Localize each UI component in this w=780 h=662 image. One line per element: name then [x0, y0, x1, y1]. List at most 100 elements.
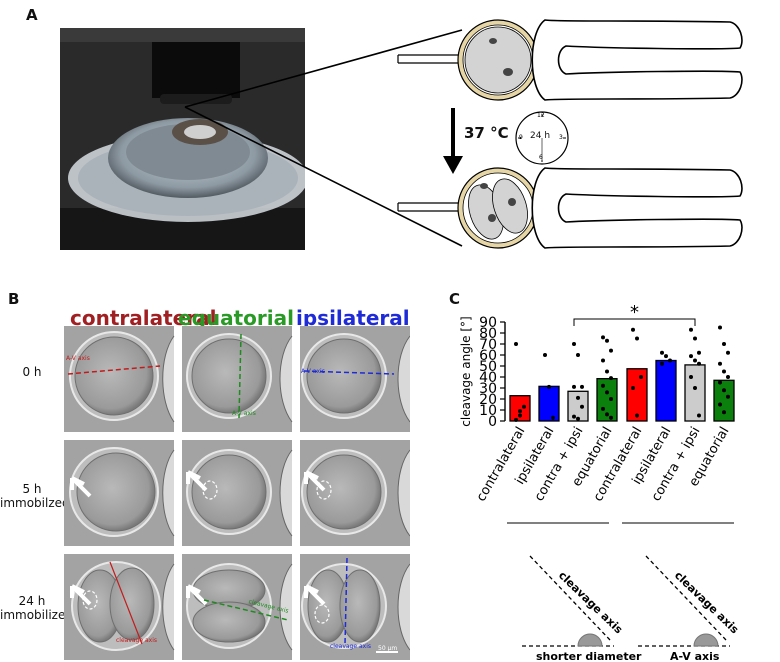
angle-wedge [693, 633, 719, 647]
data-point [605, 390, 609, 395]
bar-ipsilateral [538, 385, 560, 422]
scale-bar-label: 50 µm [378, 645, 398, 652]
data-point [639, 375, 643, 379]
zoom-line-top [184, 29, 463, 108]
data-point [693, 336, 697, 341]
data-point [609, 376, 613, 381]
data-point [635, 413, 639, 418]
data-point [722, 369, 726, 374]
data-point [718, 361, 722, 366]
y-tick-label: 70 [479, 337, 497, 353]
clock-number-12: 12 [537, 112, 545, 119]
data-point [609, 348, 613, 353]
av-axis-label-ipsilateral: A-V axis [301, 368, 325, 375]
data-point [576, 395, 580, 400]
data-point [514, 342, 518, 346]
data-point [722, 388, 726, 393]
av-axis-label-contralateral: A-V axis [66, 355, 90, 362]
cleavage-axis-label-contralateral: cleavage axis [116, 637, 157, 644]
bar-contra-ipsi [567, 390, 589, 422]
data-point [543, 353, 547, 357]
panel-a-label: A [26, 6, 38, 24]
panel-a-diagram [184, 19, 743, 249]
data-point [689, 327, 693, 332]
micrograph-0h-ipsilateral [300, 326, 410, 432]
data-point [518, 409, 522, 414]
data-point [631, 386, 635, 390]
cleavage-axis-line [529, 555, 611, 641]
schematic-cleavage-axis-label: cleavage axis [556, 569, 626, 637]
data-point [580, 404, 584, 409]
schematic-reference-label: shorter diameter [536, 650, 642, 662]
data-point [726, 394, 730, 399]
data-point [726, 375, 730, 379]
zoom-line-bottom [184, 106, 463, 247]
data-point [576, 353, 580, 357]
significance-star: * [630, 302, 639, 323]
data-point [693, 358, 697, 363]
data-point [572, 384, 576, 389]
micrograph-0h-equatorial [182, 326, 293, 432]
bar-ipsilateral [655, 359, 677, 422]
holding-pipette-bottom [531, 167, 743, 249]
bar-contra-ipsi [684, 364, 706, 422]
data-point [664, 354, 668, 359]
micrograph-5h-equatorial [182, 440, 293, 546]
micrograph-5h-ipsilateral [300, 440, 410, 546]
micrograph-5h-contralateral [64, 440, 175, 546]
data-point [693, 386, 697, 390]
data-point [718, 380, 722, 385]
data-point [522, 404, 526, 409]
data-point [722, 342, 726, 346]
temperature-label: 37 °C [464, 124, 509, 142]
x-tick-label: contralateral [474, 425, 529, 505]
y-axis-title: cleavage angle [°] [459, 316, 473, 426]
data-point [601, 406, 605, 411]
micrograph-grid [64, 326, 410, 660]
bar-contralateral [509, 395, 531, 422]
data-point [660, 361, 664, 366]
y-tick-label: 10 [479, 403, 497, 419]
data-point [547, 384, 551, 389]
row-label-5h: 5 h immobilzed [0, 482, 70, 510]
bar-contralateral [626, 368, 648, 422]
data-point [601, 358, 605, 363]
cleavage-axis-label-ipsilateral: cleavage axis [330, 643, 371, 650]
clock-number-9: 9 [519, 134, 523, 141]
schematic-reference-label: A-V axis [670, 650, 720, 662]
av-axis-label-equatorial: A-V axis [232, 410, 256, 417]
data-point [580, 384, 584, 389]
clock-number-6: 6 [539, 154, 543, 161]
y-tick-label: 40 [479, 370, 497, 386]
data-point [660, 350, 664, 355]
micrograph-24h-ipsilateral [300, 554, 410, 660]
data-point [572, 414, 576, 419]
data-point [635, 336, 639, 341]
angle-wedge [577, 633, 603, 647]
data-point [722, 410, 726, 415]
data-point [605, 369, 609, 374]
micrograph-24h-equatorial [182, 554, 293, 660]
schematic-cleavage-axis-label: cleavage axis [672, 569, 742, 637]
y-tick-label: 20 [479, 392, 497, 408]
micrograph-24h-contralateral [64, 554, 175, 660]
data-point [718, 402, 722, 407]
data-point [697, 361, 701, 366]
significance-bracket [573, 318, 696, 326]
data-point [609, 415, 613, 420]
data-point [518, 413, 522, 418]
row-label-0h: 0 h [22, 365, 42, 379]
data-point [726, 350, 730, 355]
data-point [572, 342, 576, 346]
y-tick-label: 90 [479, 315, 497, 331]
egg-before-diagram [397, 19, 743, 101]
y-tick-label: 0 [488, 414, 497, 430]
y-tick-label: 50 [479, 359, 497, 375]
data-point [576, 416, 580, 421]
microscope-photo [60, 28, 305, 250]
cleavage-axis-line [645, 555, 727, 641]
y-tick-label: 80 [479, 326, 497, 342]
panel-c-label: C [449, 290, 461, 308]
data-point [631, 327, 635, 332]
